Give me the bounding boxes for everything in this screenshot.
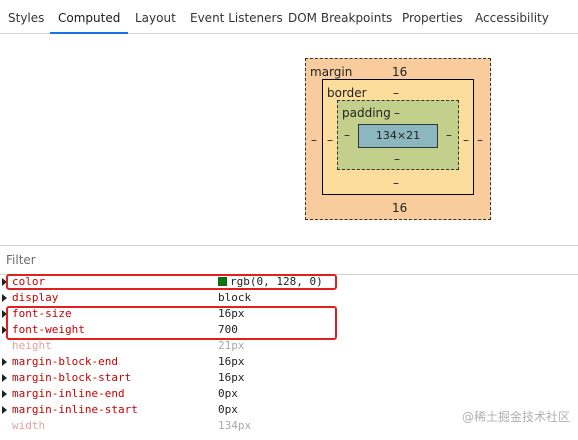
filter-bar: [0, 245, 578, 275]
property-value: block: [218, 291, 252, 304]
devtools-tab-bar: Styles Computed Layout Event Listeners D…: [0, 0, 578, 34]
margin-left-value[interactable]: –: [311, 133, 317, 147]
property-value: 16px: [218, 355, 245, 368]
padding-bottom-value[interactable]: –: [394, 152, 400, 166]
property-name: font-size: [12, 307, 72, 320]
border-top-value[interactable]: –: [393, 86, 399, 100]
property-row-color[interactable]: color rgb(0, 128, 0): [0, 274, 578, 290]
expand-triangle-icon[interactable]: [2, 390, 7, 398]
expand-triangle-icon[interactable]: [2, 310, 7, 318]
property-name: margin-inline-end: [12, 387, 125, 400]
border-left-value[interactable]: –: [327, 133, 333, 147]
tab-properties[interactable]: Properties: [402, 11, 463, 25]
tab-accessibility[interactable]: Accessibility: [475, 11, 549, 25]
tab-styles[interactable]: Styles: [8, 11, 45, 25]
box-model-margin[interactable]: margin 16 16 – – border – – – – padding …: [305, 58, 491, 220]
margin-top-value[interactable]: 16: [392, 65, 408, 79]
border-label: border: [327, 86, 367, 100]
property-name: display: [12, 291, 59, 304]
expand-triangle-icon[interactable]: [2, 278, 7, 286]
tab-dom-breakpoints[interactable]: DOM Breakpoints: [288, 11, 393, 25]
property-name: margin-block-end: [12, 355, 118, 368]
property-name: color: [12, 275, 46, 288]
property-row-margin-inline-start[interactable]: margin-inline-start 0px: [0, 402, 578, 418]
property-value: 134px: [218, 419, 252, 432]
property-value: rgb(0, 128, 0): [218, 274, 323, 290]
tab-computed[interactable]: Computed: [49, 0, 129, 34]
watermark: @稀土掘金技术社区: [461, 410, 570, 424]
expand-triangle-icon[interactable]: [2, 358, 7, 366]
property-value: 16px: [218, 371, 245, 384]
property-value: 700: [218, 323, 238, 336]
border-bottom-value[interactable]: –: [393, 176, 399, 190]
property-row-margin-block-end[interactable]: margin-block-end 16px: [0, 354, 578, 370]
expand-triangle-icon[interactable]: [2, 294, 7, 302]
property-value: 21px: [218, 339, 245, 352]
property-name: margin-block-start: [12, 371, 132, 384]
property-row-font-size[interactable]: font-size 16px: [0, 306, 578, 322]
box-model-content[interactable]: 134×21: [358, 124, 438, 148]
property-name: margin-inline-start: [12, 403, 138, 416]
property-name: font-weight: [12, 323, 85, 336]
property-row-display[interactable]: display block: [0, 290, 578, 306]
highlight-box-font: [6, 306, 337, 340]
padding-right-value[interactable]: –: [446, 128, 452, 142]
tab-layout[interactable]: Layout: [135, 11, 176, 25]
property-value-text: rgb(0, 128, 0): [230, 275, 323, 288]
property-value: 0px: [218, 403, 238, 416]
property-row-width[interactable]: width 134px: [0, 418, 578, 434]
padding-label: padding: [342, 106, 391, 120]
margin-label: margin: [310, 65, 353, 79]
property-row-height[interactable]: height 21px: [0, 338, 578, 354]
property-value: 16px: [218, 307, 245, 320]
box-model-border[interactable]: border – – – – padding – – – – 134×21: [322, 79, 474, 195]
box-model-pane: margin 16 16 – – border – – – – padding …: [0, 34, 578, 244]
margin-bottom-value[interactable]: 16: [392, 201, 408, 215]
padding-top-value[interactable]: –: [394, 106, 400, 120]
tab-event-listeners[interactable]: Event Listeners: [190, 11, 283, 25]
border-right-value[interactable]: –: [463, 133, 469, 147]
property-name: width: [12, 419, 46, 432]
property-name: height: [12, 339, 52, 352]
padding-left-value[interactable]: –: [344, 128, 350, 142]
highlight-box-color: [6, 274, 337, 290]
color-swatch-icon[interactable]: [218, 277, 227, 286]
property-value: 0px: [218, 387, 238, 400]
property-row-font-weight[interactable]: font-weight 700: [0, 322, 578, 338]
property-row-margin-inline-end[interactable]: margin-inline-end 0px: [0, 386, 578, 402]
expand-triangle-icon[interactable]: [2, 374, 7, 382]
computed-properties-list: color rgb(0, 128, 0) display block font-…: [0, 274, 578, 440]
expand-triangle-icon[interactable]: [2, 406, 7, 414]
margin-right-value[interactable]: –: [477, 133, 483, 147]
property-row-margin-block-start[interactable]: margin-block-start 16px: [0, 370, 578, 386]
expand-triangle-icon[interactable]: [2, 326, 7, 334]
filter-input[interactable]: [6, 250, 566, 270]
box-model-padding[interactable]: padding – – – – 134×21: [337, 100, 459, 170]
